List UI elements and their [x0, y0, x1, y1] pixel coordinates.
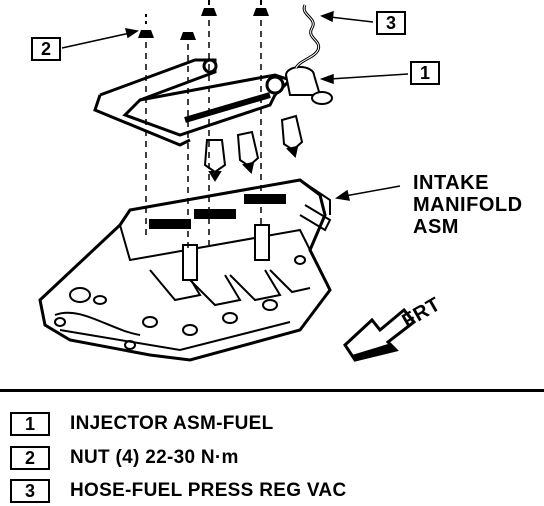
nut: [253, 0, 269, 225]
fuel-injector: [280, 114, 304, 158]
legend-text: INJECTOR ASM-FUEL: [70, 413, 274, 434]
exploded-view-drawing: [38, 0, 417, 362]
fuel-pressure-regulator: [285, 66, 333, 105]
front-arrow: [343, 307, 417, 362]
callout-3: 3: [376, 11, 406, 35]
intake-manifold-label-line2: MANIFOLD: [413, 194, 523, 216]
legend-number: 3: [10, 479, 50, 503]
nut: [201, 0, 217, 245]
intake-manifold-label-line3: ASM: [413, 216, 459, 238]
legend-text: NUT (4) 22-30 N·m: [70, 447, 239, 468]
intake-manifold-label-line1: INTAKE: [413, 172, 489, 194]
legend-number: 2: [10, 446, 50, 470]
callout-1: 1: [410, 61, 440, 85]
callout-2: 2: [31, 37, 61, 61]
legend-item: 3 HOSE-FUEL PRESS REG VAC: [10, 478, 346, 504]
legend-item: 2 NUT (4) 22-30 N·m: [10, 445, 239, 471]
fuel-injector: [236, 130, 260, 174]
legend-divider: [0, 389, 544, 392]
legend-text: HOSE-FUEL PRESS REG VAC: [70, 480, 347, 501]
fuel-injector: [203, 139, 227, 182]
legend-number: 1: [10, 412, 50, 436]
legend-item: 1 INJECTOR ASM-FUEL: [10, 411, 274, 437]
nut: [138, 14, 154, 240]
nut: [180, 32, 196, 250]
